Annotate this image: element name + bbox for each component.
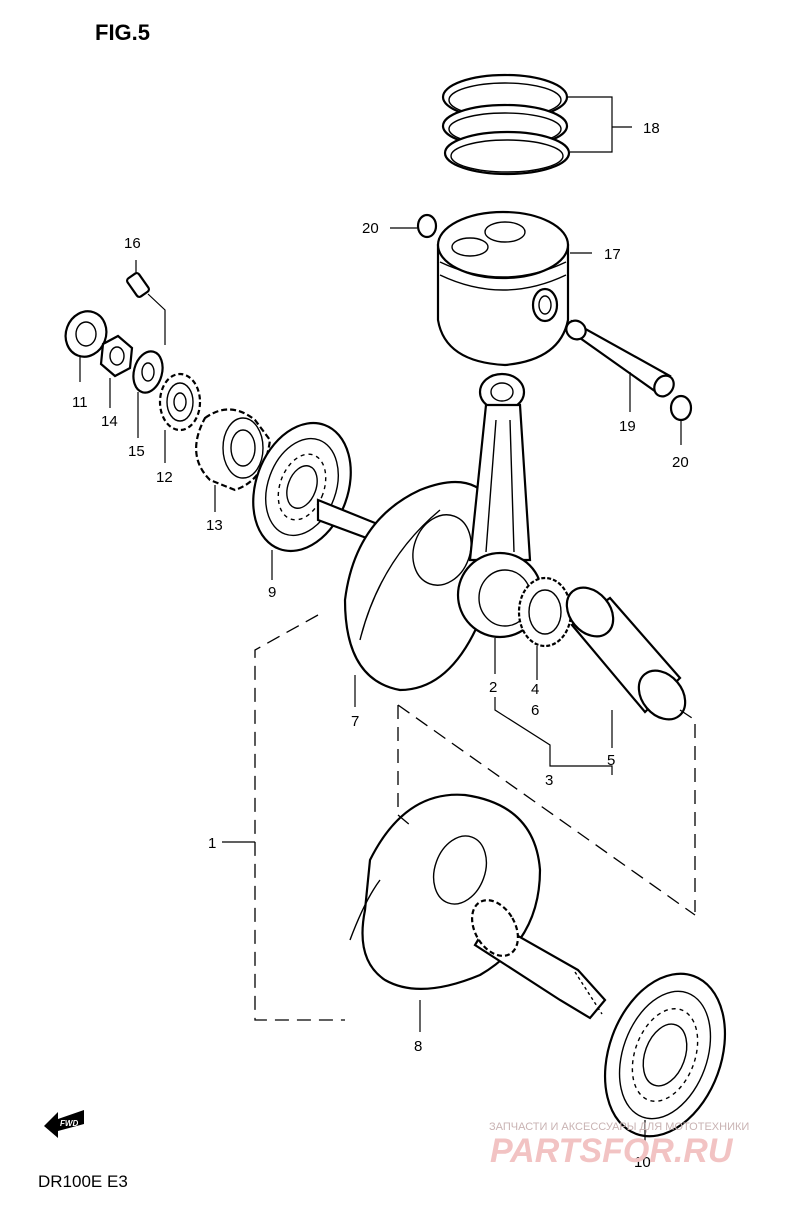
leader-18 <box>568 96 632 153</box>
callout-12: 12 <box>156 469 173 486</box>
piston-pin <box>565 319 675 398</box>
callout-20-lower: 20 <box>672 454 689 471</box>
watermark-line1: ЗАПЧАСТИ И АКСЕССУАРЫ ДЛЯ МОТОТЕХНИКИ <box>489 1121 749 1133</box>
oil-seal <box>64 310 108 358</box>
callout-18: 18 <box>643 120 660 137</box>
callout-6: 6 <box>531 702 539 719</box>
callout-9: 9 <box>268 584 276 601</box>
crank-bearing-right <box>603 972 727 1138</box>
connecting-rod <box>456 372 544 639</box>
callout-19: 19 <box>619 418 636 435</box>
callout-5: 5 <box>607 752 615 769</box>
callout-4: 4 <box>531 681 539 698</box>
assembly-bracket-1 <box>254 614 345 1021</box>
callout-10: 10 <box>634 1154 651 1171</box>
watermark-line2: PARTSFOR.RU <box>490 1132 734 1170</box>
nut <box>99 334 134 378</box>
assembly-dashed-guide-1 <box>397 704 696 916</box>
fwd-label: FWD <box>60 1119 78 1128</box>
leader-3 <box>494 697 613 775</box>
forward-arrow-icon: FWD <box>44 1110 84 1138</box>
piston <box>436 210 570 367</box>
callout-11: 11 <box>72 394 88 411</box>
callout-3: 3 <box>545 772 553 789</box>
callout-13: 13 <box>206 517 223 534</box>
woodruff-key <box>126 272 150 298</box>
piston-pin-circlip-upper <box>416 213 438 239</box>
callout-15: 15 <box>128 443 145 460</box>
callout-1: 1 <box>208 835 216 852</box>
callout-2: 2 <box>489 679 497 696</box>
callout-17: 17 <box>604 246 621 263</box>
callout-16: 16 <box>124 235 141 252</box>
callout-8: 8 <box>414 1038 422 1055</box>
model-code: DR100E E3 <box>38 1172 128 1191</box>
callout-20-upper: 20 <box>362 220 379 237</box>
callout-7: 7 <box>351 713 359 730</box>
crank-pin <box>565 586 687 721</box>
figure-title: FIG.5 <box>95 20 150 45</box>
callout-14: 14 <box>101 413 118 430</box>
washer <box>132 350 164 394</box>
piston-rings <box>441 73 571 176</box>
piston-pin-circlip-lower <box>669 394 693 422</box>
needle-bearing <box>517 576 573 648</box>
helical-gear <box>195 408 272 492</box>
crank-web-right <box>349 793 607 1020</box>
primary-drive-gear <box>158 372 202 432</box>
leader-16 <box>135 260 166 345</box>
assembly-dashed-guide-2 <box>679 709 696 912</box>
